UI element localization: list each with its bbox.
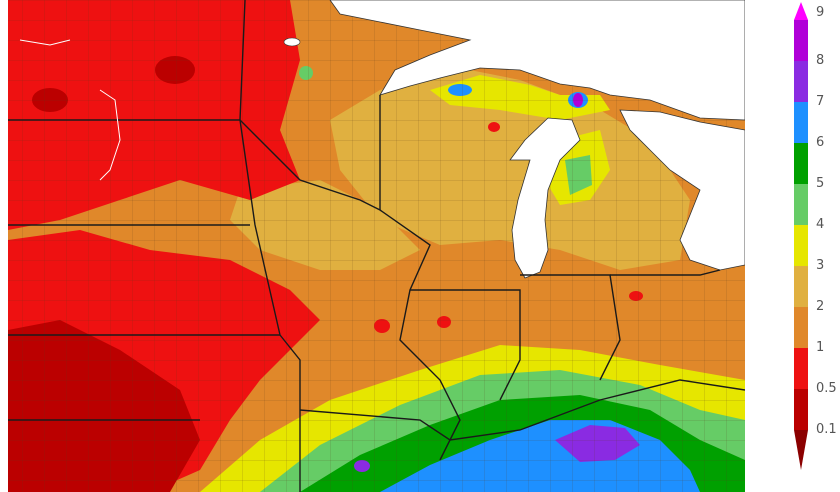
legend-swatch-3 bbox=[794, 266, 808, 307]
legend-label-4: 4 bbox=[816, 217, 825, 232]
legend-colorbar bbox=[794, 2, 808, 470]
legend-label-2: 2 bbox=[816, 299, 825, 314]
legend-swatch-9 bbox=[794, 20, 808, 61]
legend-swatch-6 bbox=[794, 143, 808, 184]
legend-swatch-2 bbox=[794, 307, 808, 348]
legend-swatch-1 bbox=[794, 348, 808, 389]
legend-label-8: 8 bbox=[816, 53, 825, 68]
legend-label-7: 7 bbox=[816, 94, 825, 109]
lake-huron-erie bbox=[619, 109, 745, 271]
legend-arrow-bottom bbox=[794, 430, 808, 470]
state-boundaries bbox=[8, 0, 745, 492]
legend-swatch-0-5 bbox=[794, 389, 808, 430]
lake-small bbox=[283, 37, 301, 47]
rivers bbox=[19, 39, 121, 181]
legend-label-9: 9 bbox=[816, 5, 825, 20]
legend-swatch-8 bbox=[794, 61, 808, 102]
legend-label-0-1: 0.1 bbox=[816, 422, 837, 437]
legend-label-5: 5 bbox=[816, 176, 825, 191]
legend-swatch-5 bbox=[794, 184, 808, 225]
lake-superior bbox=[329, 0, 745, 121]
legend-label-1: 1 bbox=[816, 340, 825, 355]
precipitation-map bbox=[8, 0, 745, 492]
legend-label-6: 6 bbox=[816, 135, 825, 150]
legend-label-0-5: 0.5 bbox=[816, 381, 837, 396]
legend-arrow-top bbox=[794, 2, 808, 20]
legend-swatch-7 bbox=[794, 102, 808, 143]
precipitation-legend: 9 8 7 6 5 4 3 2 1 0.5 0.1 bbox=[790, 0, 840, 492]
legend-label-3: 3 bbox=[816, 258, 825, 273]
legend-swatch-4 bbox=[794, 225, 808, 266]
